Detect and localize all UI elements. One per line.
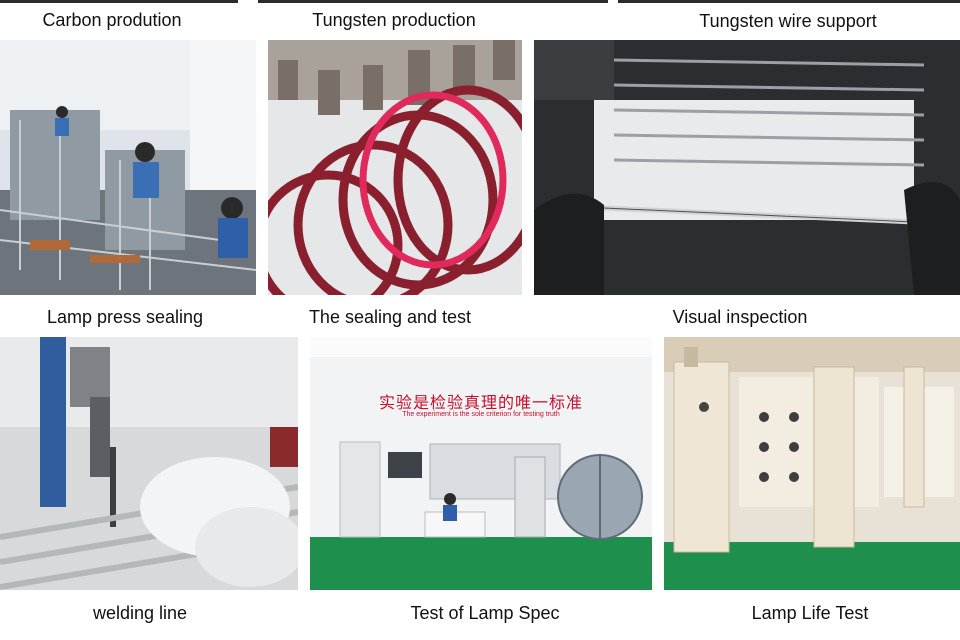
caption-carbon-production: Carbon prodution <box>42 10 182 30</box>
top-edge-strip <box>618 0 960 3</box>
photo-welding-line <box>0 337 298 590</box>
photo-carbon-production <box>0 40 256 295</box>
caption-visual-inspection: Visual inspection <box>672 307 808 327</box>
caption-tungsten-production: Tungsten production <box>312 10 476 30</box>
caption-lamp-press-sealing: Lamp press sealing <box>46 307 204 327</box>
top-edge-strip <box>0 0 238 3</box>
caption-test-of-lamp-spec: Test of Lamp Spec <box>410 603 560 623</box>
caption-lamp-life-test: Lamp Life Test <box>751 603 869 623</box>
caption-sealing-and-test: The sealing and test <box>308 307 472 327</box>
photo-tungsten-production <box>268 40 522 295</box>
wall-slogan-chinese: 实验是检验真理的唯一标准 <box>378 393 583 412</box>
caption-tungsten-wire-support: Tungsten wire support <box>699 11 877 31</box>
top-edge-strip <box>258 0 608 3</box>
caption-welding-line: welding line <box>92 603 188 623</box>
wall-slogan-english: The experiment is the sole criterion for… <box>402 411 560 418</box>
photo-lamp-life-test <box>664 337 960 590</box>
photo-tungsten-wire-support <box>534 40 960 295</box>
photo-lamp-spec-lab: 实验是检验真理的唯一标准 The experiment is the sole … <box>310 337 652 590</box>
